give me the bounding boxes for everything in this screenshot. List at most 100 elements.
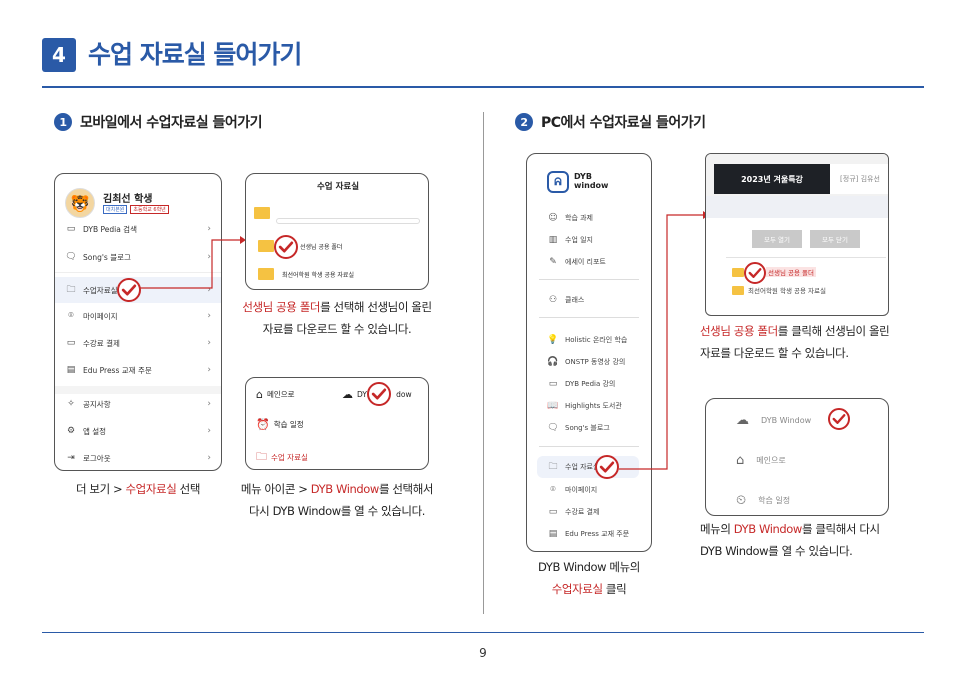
checkmark-icon	[274, 235, 298, 259]
folder-item-label: 선생님 공용 폴더	[300, 243, 343, 251]
sidebar-label: 수업 자료실	[565, 463, 600, 471]
page-title: 수업 자료실 들어가기	[88, 40, 302, 69]
sidebar-label: Holistic 온라인 학습	[565, 336, 628, 344]
sidebar-item-payment[interactable]: ▭수강료 결제	[547, 506, 600, 518]
mobile-menu-caption: 더 보기 > 수업자료실 선택	[54, 478, 222, 500]
folder-item-label: 최선어학원 학생 공용 자료실	[282, 271, 354, 279]
chevron-right-icon: ›	[207, 252, 211, 262]
caption-text: 메뉴의	[700, 522, 734, 536]
chevron-right-icon: ›	[207, 224, 211, 234]
headphone-icon: 🎧	[547, 357, 559, 367]
sidebar-label: ONSTP 동영상 강의	[565, 358, 626, 366]
card-icon: ▭	[66, 338, 76, 348]
menu-item-dyb-pedia[interactable]: ▭DYB Pedia 검색›	[55, 218, 221, 240]
left-section-title: 1 모바일에서 수업자료실 들어가기	[54, 112, 263, 132]
expand-all-button[interactable]: 모두 열기	[752, 230, 802, 248]
chart-icon: ▥	[548, 235, 558, 245]
home-icon: ⌂	[736, 453, 745, 468]
menu-item-notice[interactable]: ✧공지사항›	[55, 391, 221, 417]
section-number-badge: 4	[42, 38, 76, 72]
folder-item-students[interactable]: 최선어학원 학생 공용 자료실	[258, 268, 354, 280]
clock-icon: ⏰	[256, 418, 270, 431]
avatar: 🐯	[65, 188, 95, 218]
folder-item-teacher[interactable]: 선생님 공용 폴더	[258, 240, 342, 252]
column-divider	[483, 112, 484, 614]
sidebar-item-mypage[interactable]: ⌾마이페이지	[547, 484, 597, 496]
scrollbar[interactable]	[276, 218, 420, 224]
menu-item-songs-blog[interactable]: 🗨Song's 블로그›	[55, 244, 221, 270]
sidebar-item-assignment[interactable]: ☺학습 과제	[547, 212, 593, 224]
sidebar-label: DYB Pedia 강의	[565, 380, 616, 388]
menu-class-materials[interactable]: 🗀 수업 자료실	[256, 448, 308, 467]
menu-item-logout[interactable]: ⇥로그아웃›	[55, 445, 221, 470]
sidebar-item-highlights[interactable]: 📖Highlights 도서관	[547, 400, 621, 412]
footer-divider	[42, 632, 924, 633]
caption-highlight: 선생님 공용 폴더	[242, 300, 321, 314]
book-icon: ▤	[66, 365, 76, 375]
sidebar-item-class-materials[interactable]: 🗀수업 자료실	[547, 461, 599, 473]
menu-schedule[interactable]: ⏲학습 일정	[736, 493, 790, 508]
sidebar-label: 에세이 리포트	[565, 258, 606, 266]
caption-text: 다시 DYB Window를 열 수 있습니다.	[248, 504, 426, 518]
gear-icon: ⚙	[66, 426, 76, 436]
logo-text: DYB window	[574, 172, 608, 190]
sidebar-item-class-log[interactable]: ▥ 수업 일지	[547, 234, 593, 246]
menu-item-tuition-payment[interactable]: ▭수강료 결제›	[55, 330, 221, 356]
logo-line: DYB	[574, 172, 592, 181]
page-number: 9	[479, 646, 487, 660]
pc-window-caption: 메뉴의 DYB Window를 클릭해서 다시 DYB Window를 열 수 …	[700, 518, 908, 562]
caption-highlight: DYB Window	[310, 482, 380, 496]
sidebar-label: Edu Press 교재 주문	[565, 530, 630, 538]
step-number: 1	[54, 113, 72, 131]
menu-label: DYB Pedia 검색	[83, 224, 137, 234]
caption-text: 를 클릭해서 다시	[801, 522, 880, 536]
menu-main[interactable]: ⌂ 메인으로	[736, 453, 786, 468]
card-icon: ▭	[548, 507, 558, 517]
sidebar-item-pedia[interactable]: ▭DYB Pedia 강의	[547, 378, 616, 390]
pencil-icon: ✎	[549, 257, 557, 267]
collapse-all-button[interactable]: 모두 닫기	[810, 230, 860, 248]
tab-regular-course[interactable]: [정규] 김유선	[830, 164, 888, 194]
menu-label: DYB Window	[761, 416, 812, 425]
folder-icon	[258, 268, 274, 280]
sidebar-label: 수업 일지	[565, 236, 593, 244]
sidebar-item-holistic[interactable]: 💡Holistic 온라인 학습	[547, 334, 627, 346]
folder-icon: 🗀	[66, 285, 76, 295]
menu-schedule[interactable]: ⏰학습 일정	[256, 418, 304, 431]
sidebar-item-songs-blog[interactable]: 🗨Song's 블로그	[547, 422, 609, 434]
sidebar-item-onstp[interactable]: 🎧 ONSTP 동영상 강의	[547, 356, 625, 368]
sidebar-item-edu-press[interactable]: ▤Edu Press 교재 주문	[547, 528, 629, 540]
menu-item-mypage[interactable]: ⌾마이페이지›	[55, 303, 221, 329]
tab-winter-course[interactable]: 2023년 겨울특강	[714, 164, 830, 194]
menu-label: Song's 블로그	[83, 252, 131, 262]
pc-sidebar-caption: DYB Window 메뉴의 수업자료실 클릭	[526, 556, 652, 600]
menu-label: 수업 자료실	[271, 453, 308, 462]
folder-icon: 🗀	[256, 450, 267, 463]
folder-panel-title: 수업 자료실	[316, 182, 360, 192]
class-icon: ⚇	[548, 295, 558, 305]
caption-text: 자료를 다운로드 할 수 있습니다.	[700, 346, 849, 360]
menu-label: 메인으로	[756, 456, 786, 465]
folder-item-teacher[interactable]: 선생님 공용 폴더	[732, 267, 816, 277]
folder-icon	[732, 285, 744, 295]
sidebar-label: 마이페이지	[565, 486, 598, 494]
chevron-right-icon: ›	[207, 365, 211, 375]
chevron-right-icon: ›	[207, 338, 211, 348]
grade-badge: 초등학교 6학년	[130, 205, 169, 214]
folder-item-students[interactable]: 최선어학원 학생 공용 자료실	[732, 285, 826, 295]
caption-text: 를 클릭해 선생님이 올린	[777, 324, 890, 338]
menu-label: 학습 일정	[758, 496, 791, 505]
menu-main[interactable]: ⌂메인으로	[256, 388, 295, 401]
sidebar-item-essay[interactable]: ✎ 에세이 리포트	[547, 256, 606, 268]
chevron-right-icon: ›	[207, 399, 211, 409]
menu-dyb-window[interactable]: ☁DYB Window	[736, 413, 811, 428]
step-number: 2	[515, 113, 533, 131]
sidebar-item-class[interactable]: ⚇클래스	[547, 294, 584, 306]
pc-folder-caption: 선생님 공용 폴더를 클릭해 선생님이 올린 자료를 다운로드 할 수 있습니다…	[700, 320, 908, 364]
caption-text: DYB Window 메뉴의	[538, 560, 640, 574]
menu-label: dow	[396, 390, 412, 399]
menu-item-edu-press[interactable]: ▤Edu Press 교재 주문›	[55, 357, 221, 383]
menu-item-app-settings[interactable]: ⚙앱 설정›	[55, 418, 221, 444]
